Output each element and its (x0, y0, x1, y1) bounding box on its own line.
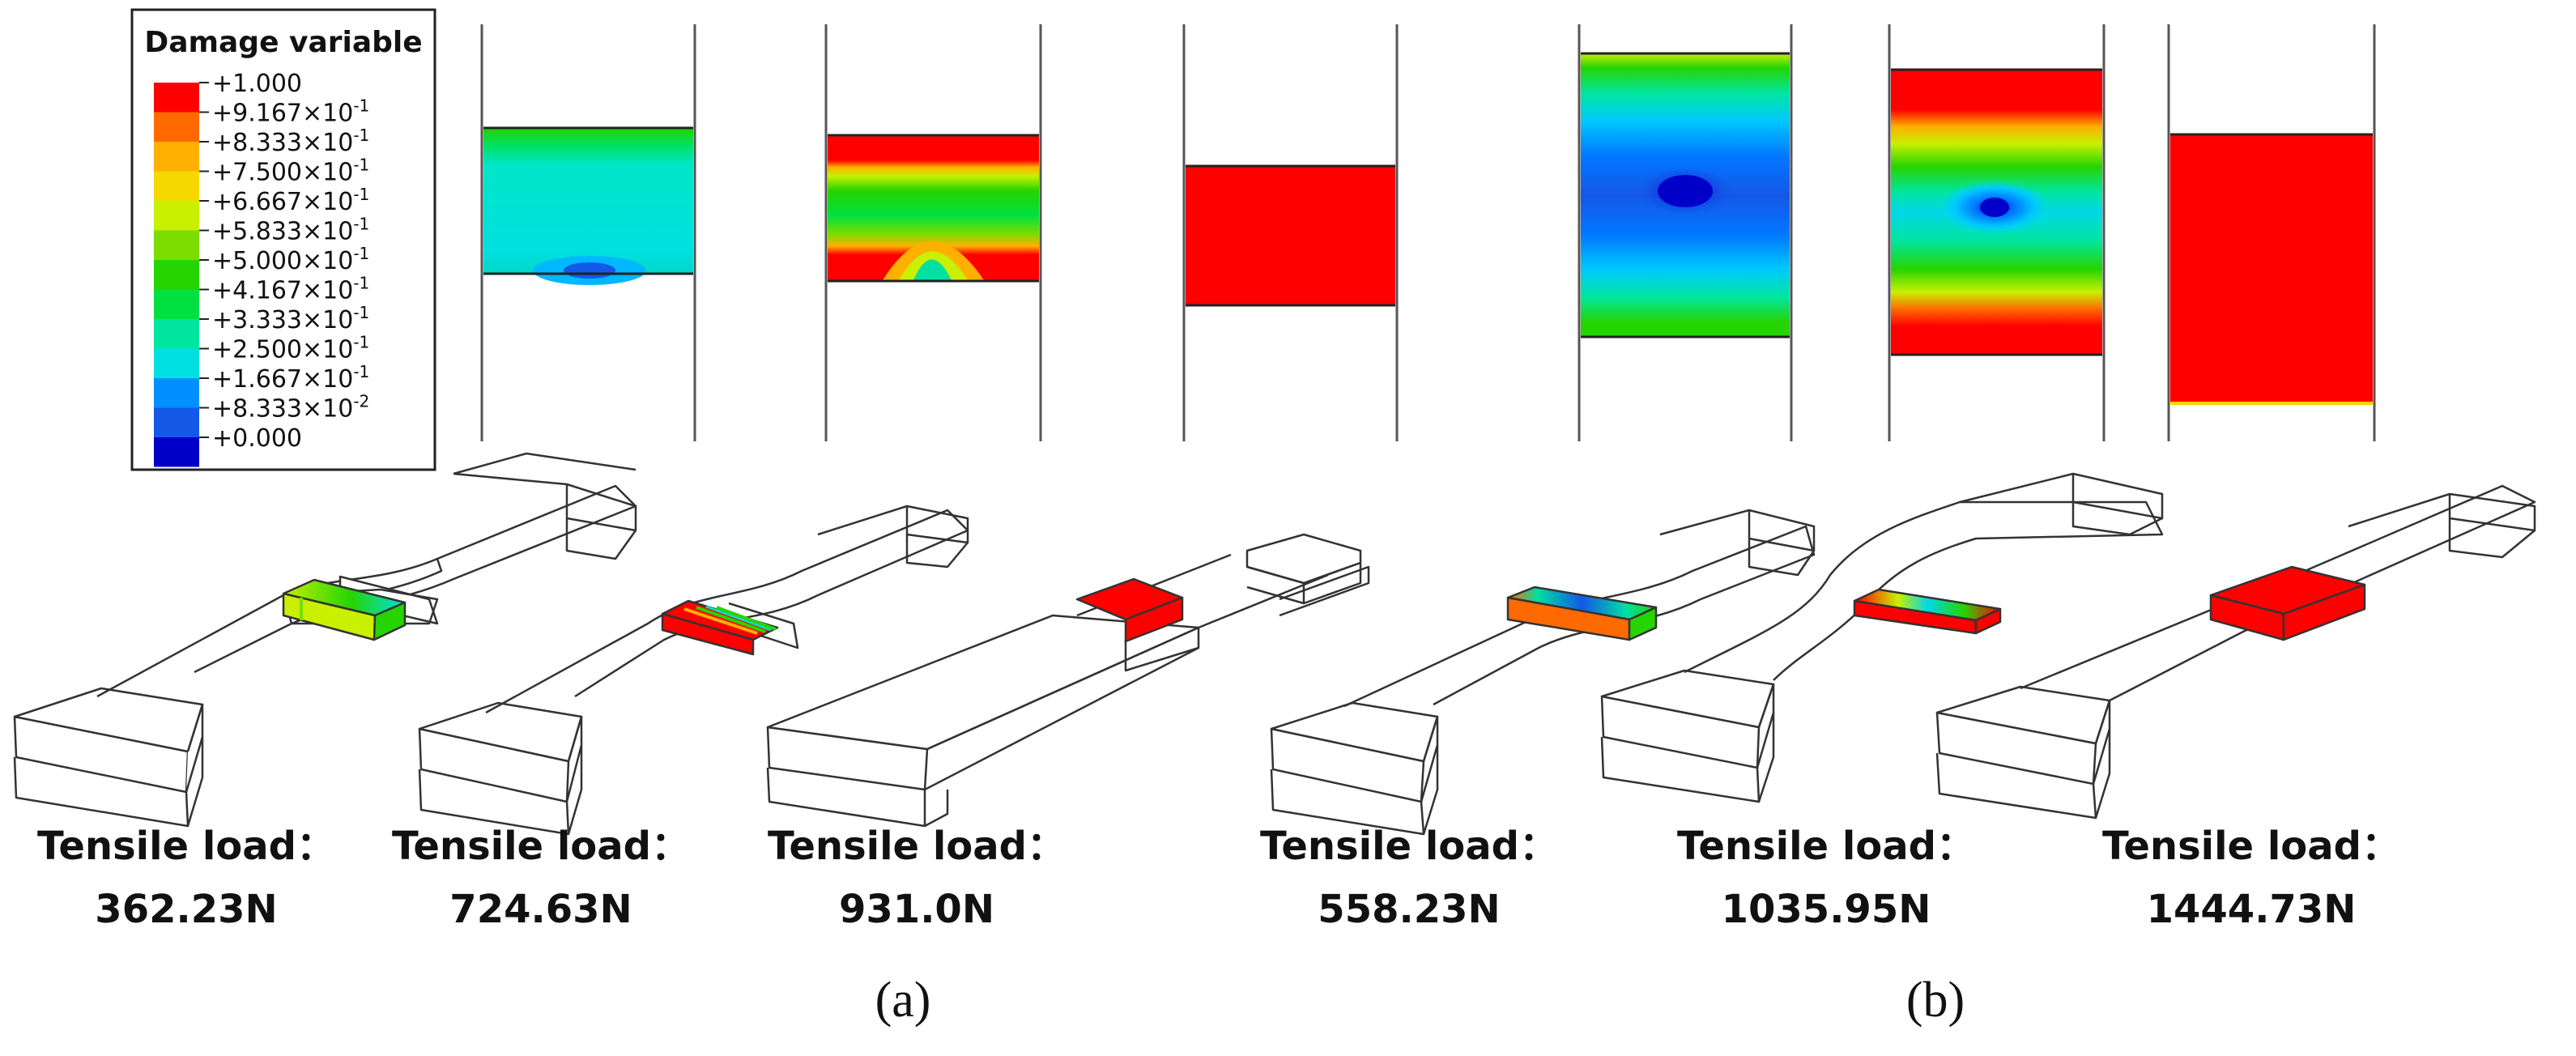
legend-tick-label: +5.000×10-1 (212, 244, 369, 275)
load-value: 724.63N (449, 887, 632, 932)
legend-tick-label: +4.167×10-1 (212, 274, 369, 305)
legend-swatch (154, 142, 199, 172)
subfigure-label-a: (a) (875, 973, 931, 1028)
load-title: Tensile load： (1259, 824, 1559, 869)
legend-swatch (154, 260, 199, 290)
legend-swatch (154, 112, 199, 142)
specimen-3d-b3 (1935, 484, 2536, 820)
legend-tick-label: +9.167×10-1 (212, 96, 369, 128)
specimen-3d-a1 (13, 452, 637, 828)
legend-tick-exponent: -1 (353, 333, 369, 352)
specimen-3d-a3 (766, 533, 1370, 828)
legend-swatch (154, 319, 199, 349)
load-title: Tensile load： (36, 824, 336, 869)
legend-tick-label: +6.667×10-1 (212, 185, 369, 216)
legend-tick-label: +5.833×10-1 (212, 215, 369, 246)
legend-tick-exponent: -1 (353, 303, 369, 322)
legend-tick-label: +0.000 (212, 424, 302, 453)
load-label-a3: Tensile load： 931.0N (755, 822, 1079, 934)
legend-swatch (154, 201, 199, 231)
legend-tick-exponent: -1 (353, 126, 369, 145)
legend-tick-exponent: -1 (353, 244, 369, 263)
contour-panel-b1 (1578, 24, 1793, 441)
legend-tick-exponent: -1 (353, 155, 369, 175)
legend-swatch (154, 378, 199, 408)
legend-labels: +1.000+9.167×10-1+8.333×10-1+7.500×10-1+… (199, 70, 369, 453)
load-value: 1444.73N (2146, 887, 2357, 932)
load-label-b2: Tensile load： 1035.95N (1664, 822, 1988, 934)
damage-legend: Damage variable +1.000+9.167×10-1+8.333×… (130, 8, 436, 471)
load-title: Tensile load： (391, 824, 691, 869)
legend-tick-label: +2.500×10-1 (212, 333, 369, 364)
legend-tick-label: +8.333×10-1 (212, 126, 369, 157)
load-label-a2: Tensile load： 724.63N (379, 822, 703, 934)
load-value: 362.23N (95, 887, 278, 932)
legend-tick-label: +1.000 (212, 70, 302, 98)
legend-tick-exponent: -2 (353, 392, 369, 411)
legend-tick-exponent: -1 (353, 215, 369, 234)
load-label-b1: Tensile load： 558.23N (1247, 822, 1571, 934)
contour-panel-a2 (824, 24, 1042, 441)
legend-swatch (154, 437, 199, 467)
legend-swatch (154, 83, 199, 113)
load-value: 931.0N (839, 887, 994, 932)
legend-tick-label: +7.500×10-1 (212, 155, 369, 187)
load-value: 1035.95N (1721, 887, 1931, 932)
legend-swatches (154, 83, 199, 467)
legend-swatch (154, 348, 199, 378)
legend-tick-label: +1.667×10-1 (212, 362, 369, 394)
contour-panel-b2 (1888, 24, 2106, 441)
legend-swatch (154, 171, 199, 201)
legend-swatch (154, 230, 199, 260)
legend-tick-label: +3.333×10-1 (212, 303, 369, 334)
legend-tick-exponent: -1 (353, 96, 369, 116)
specimen-3d-b2 (1600, 472, 2164, 803)
legend-swatch (154, 407, 199, 437)
legend-title: Damage variable (144, 26, 422, 59)
legend-tick-exponent: -1 (353, 274, 369, 293)
load-title: Tensile load： (1676, 824, 1976, 869)
specimen-3d-a2 (418, 505, 969, 836)
load-title: Tensile load： (767, 824, 1067, 869)
load-value: 558.23N (1318, 887, 1501, 932)
legend-swatch (154, 289, 199, 319)
contour-panel-b3 (2167, 24, 2376, 441)
legend-tick-label: +8.333×10-2 (212, 392, 369, 424)
contour-panel-a3 (1182, 24, 1399, 441)
load-label-a1: Tensile load： 362.23N (24, 822, 348, 934)
load-label-b3: Tensile load： 1444.73N (2089, 822, 2413, 934)
load-title: Tensile load： (2101, 824, 2401, 869)
specimen-3d-b1 (1270, 509, 1816, 836)
contour-panel-a1 (480, 24, 696, 441)
subfigure-label-b: (b) (1905, 973, 1965, 1028)
legend-tick-exponent: -1 (353, 185, 369, 204)
legend-tick-exponent: -1 (353, 362, 369, 381)
